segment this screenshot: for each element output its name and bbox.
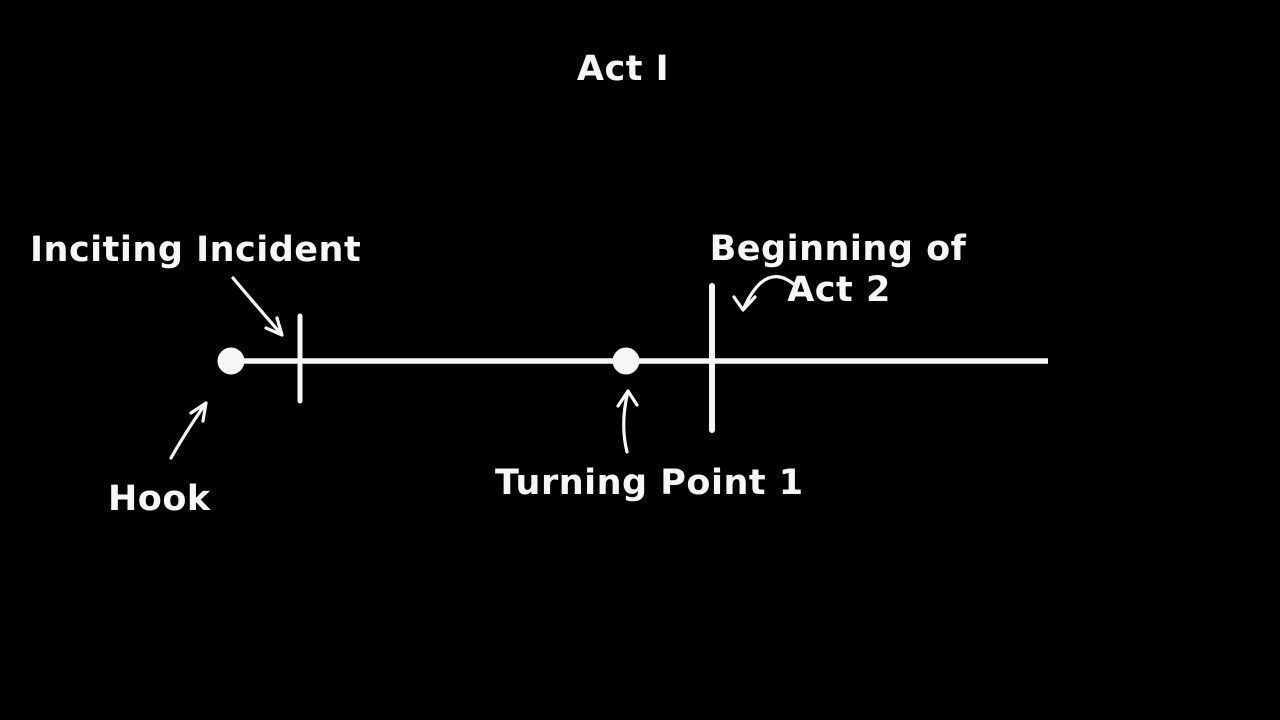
hook-label: Hook (108, 479, 211, 519)
inciting-incident-label: Inciting Incident (30, 230, 361, 270)
turning-point-label: Turning Point 1 (495, 463, 804, 503)
inciting-incident-arrow (231, 276, 284, 337)
hook-arrow (169, 401, 208, 460)
act2-curved-arrow (732, 275, 799, 312)
turning-point-arrow (616, 389, 639, 454)
act-title: Act I (577, 49, 669, 89)
beginning-of-act2-label-line1: Beginning of (710, 229, 967, 269)
hook-dot-marker (217, 347, 245, 375)
beginning-of-act2-label-line2: Act 2 (787, 270, 891, 310)
turning-point-dot-marker (612, 347, 640, 375)
